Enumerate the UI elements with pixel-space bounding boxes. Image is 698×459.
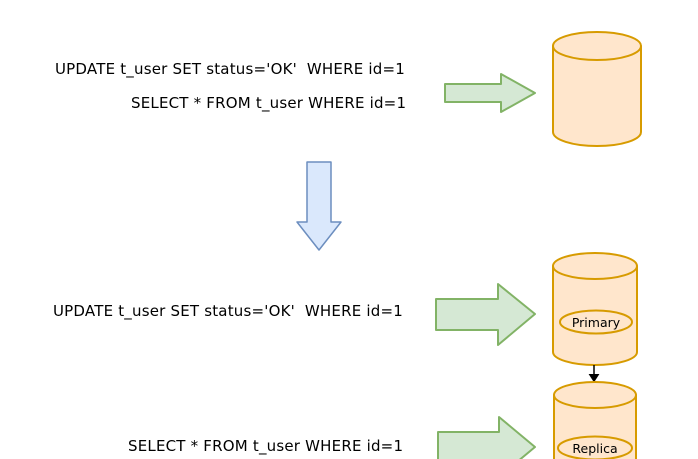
- before-select-query: SELECT * FROM t_user WHERE id=1: [131, 94, 407, 112]
- after-update-query: UPDATE t_user SET status='OK' WHERE id=1: [53, 302, 403, 320]
- replica-database-label: Replica: [572, 441, 618, 456]
- before-update-query: UPDATE t_user SET status='OK' WHERE id=1: [55, 60, 405, 78]
- after-select-query: SELECT * FROM t_user WHERE id=1: [128, 437, 404, 455]
- right-arrow-icon: [437, 416, 536, 459]
- right-arrow-icon: [435, 283, 536, 346]
- replica-database-icon: [553, 381, 637, 459]
- replication-arrow-icon: [588, 365, 600, 383]
- primary-database-label: Primary: [571, 315, 621, 330]
- right-arrow-icon: [444, 73, 536, 113]
- primary-database-icon: [552, 252, 638, 366]
- down-arrow-icon: [296, 161, 342, 251]
- database-icon: [552, 31, 642, 147]
